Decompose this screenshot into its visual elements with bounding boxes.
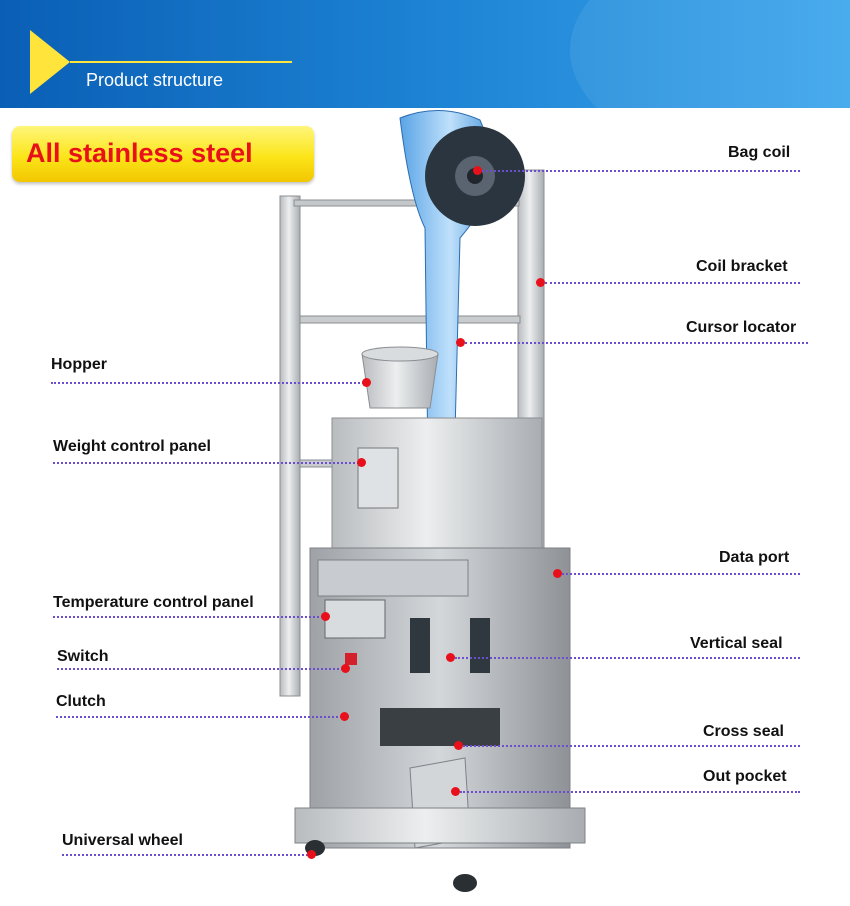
leader-temperature-control-panel: [53, 616, 323, 618]
marker-weight-control-panel: [357, 458, 366, 467]
arrow-icon: [30, 30, 70, 94]
marker-vertical-seal: [446, 653, 455, 662]
label-out-pocket: Out pocket: [703, 768, 787, 785]
leader-cursor-locator: [465, 342, 808, 344]
marker-clutch: [340, 712, 349, 721]
leader-vertical-seal: [455, 657, 800, 659]
marker-switch: [341, 664, 350, 673]
material-tag: All stainless steel: [12, 126, 314, 182]
label-data-port: Data port: [719, 549, 790, 566]
marker-coil-bracket: [536, 278, 545, 287]
leader-coil-bracket: [545, 282, 800, 284]
label-coil-bracket: Coil bracket: [696, 258, 788, 275]
label-switch: Switch: [57, 648, 109, 665]
label-weight-control-panel: Weight control panel: [53, 438, 211, 455]
leader-cross-seal: [463, 745, 800, 747]
leader-universal-wheel: [62, 854, 312, 856]
marker-data-port: [553, 569, 562, 578]
label-vertical-seal: Vertical seal: [690, 635, 783, 652]
leader-switch: [57, 668, 343, 670]
label-bag-coil: Bag coil: [728, 144, 791, 161]
leader-weight-control-panel: [53, 462, 359, 464]
leader-bag-coil: [482, 170, 800, 172]
banner-underline: [70, 61, 292, 63]
marker-out-pocket: [451, 787, 460, 796]
leader-hopper: [51, 382, 364, 384]
leader-out-pocket: [460, 791, 800, 793]
material-tag-text: All stainless steel: [26, 138, 253, 168]
label-clutch: Clutch: [56, 693, 106, 710]
leader-data-port: [562, 573, 800, 575]
marker-cursor-locator: [456, 338, 465, 347]
marker-cross-seal: [454, 741, 463, 750]
marker-hopper: [362, 378, 371, 387]
label-universal-wheel: Universal wheel: [62, 832, 183, 849]
label-temperature-control-panel: Temperature control panel: [53, 594, 254, 611]
header-banner: Product structure: [0, 0, 850, 108]
packing-machine-illustration: [279, 110, 586, 892]
leader-clutch: [56, 716, 342, 718]
label-cursor-locator: Cursor locator: [686, 319, 797, 336]
label-cross-seal: Cross seal: [703, 723, 784, 740]
banner-decoration: [570, 0, 850, 108]
marker-bag-coil: [473, 166, 482, 175]
marker-universal-wheel: [307, 850, 316, 859]
banner-title: Product structure: [86, 70, 224, 90]
marker-temperature-control-panel: [321, 612, 330, 621]
label-hopper: Hopper: [51, 356, 107, 373]
